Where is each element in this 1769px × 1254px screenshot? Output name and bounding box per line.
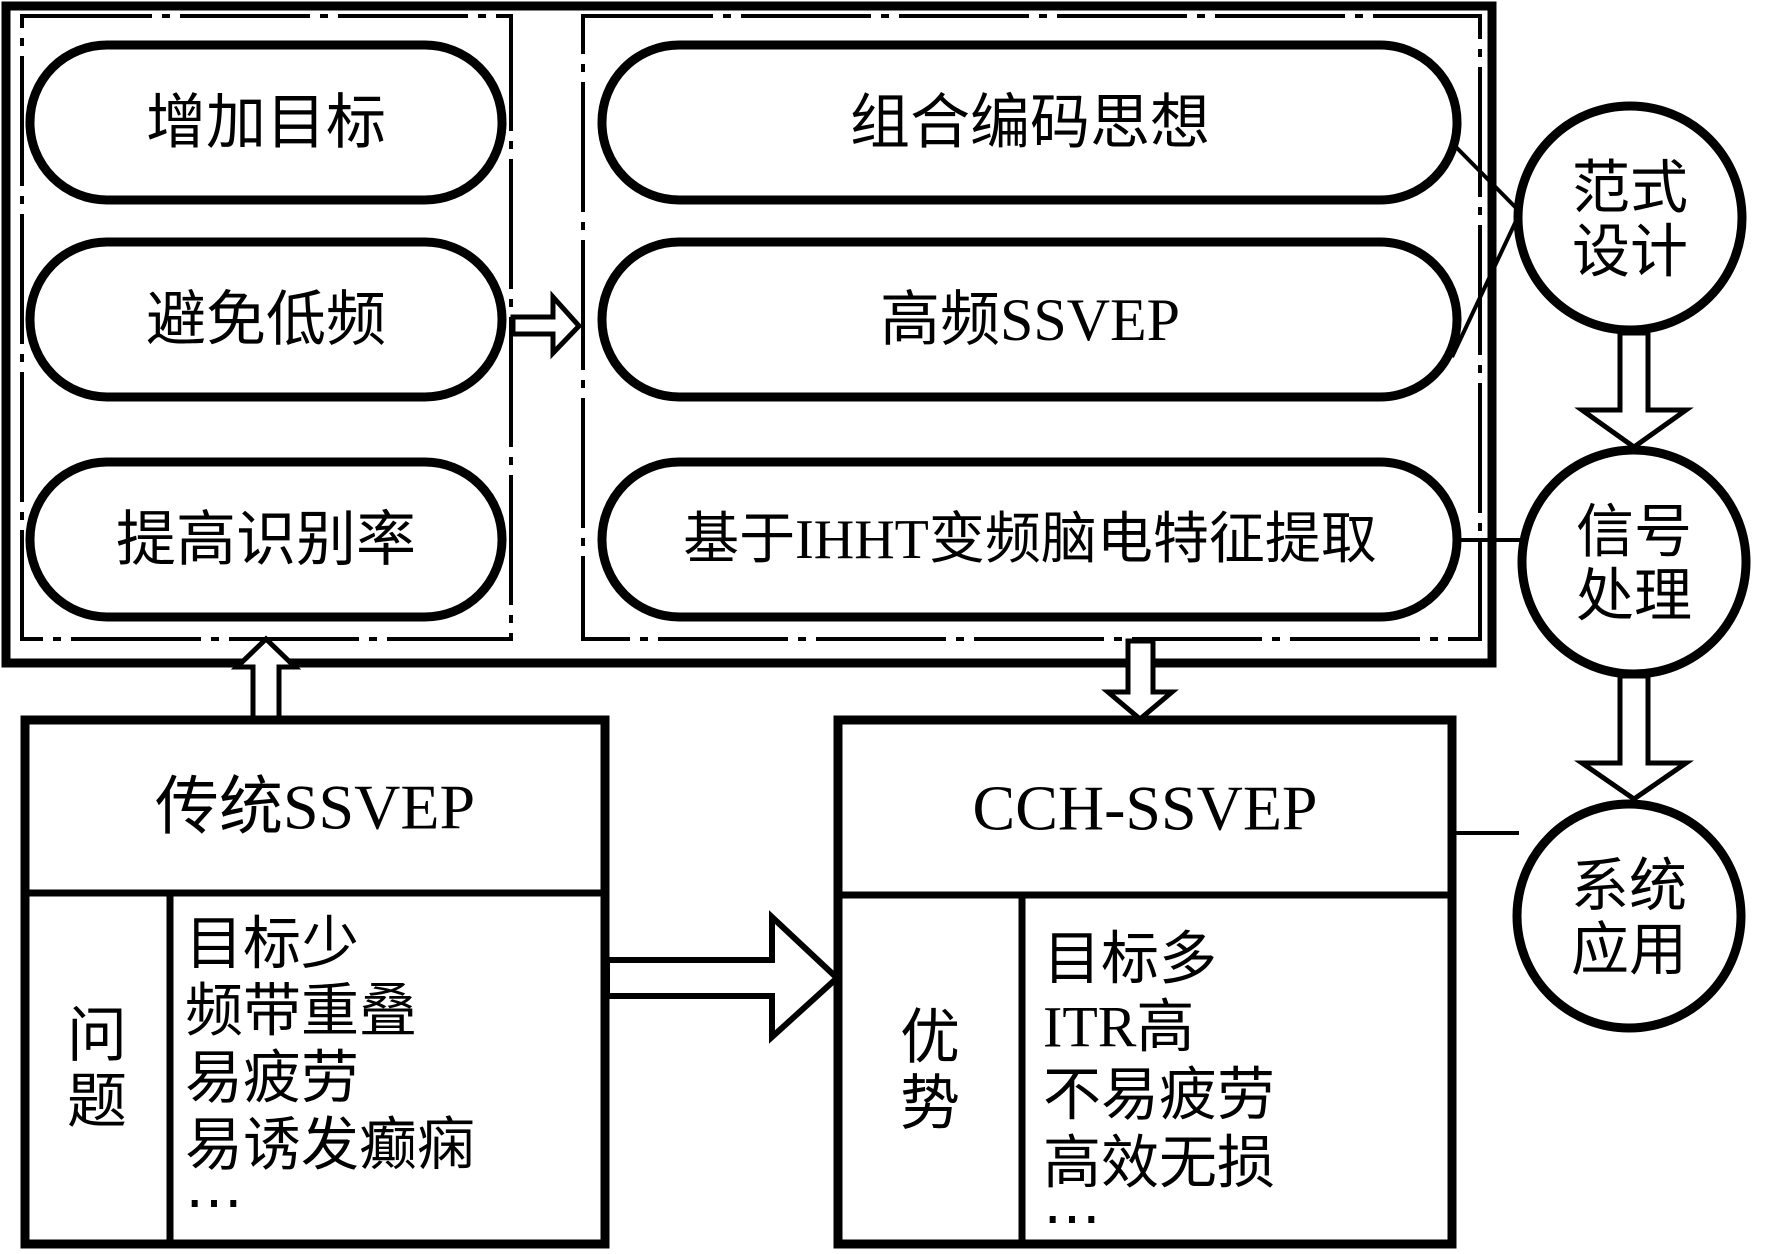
down-arrow-panel-to-cch-icon [1101, 638, 1179, 723]
traditional-item: 易疲劳 [185, 1046, 359, 1111]
cch-item: 目标多 [1043, 927, 1217, 992]
pill-high-frequency-ssvep [597, 237, 1462, 402]
pill-combined-coding-label: 组合编码思想 [850, 90, 1210, 156]
right-panel-pills: 组合编码思想 高频SSVEP 基于IHHT变频脑电特征提取 [597, 40, 1462, 622]
traditional-row-label-char1: 问 [67, 1003, 127, 1069]
pill-avoid-low-frequency-label: 避免低频 [146, 287, 386, 353]
pill-high-frequency-ssvep-label: 高频SSVEP [880, 287, 1180, 353]
right-dashdot-panel [581, 14, 1482, 641]
pill-increase-targets [25, 40, 507, 205]
circle-system-application-line2: 应用 [1571, 918, 1687, 983]
down-arrow-signal-to-system-icon [1573, 673, 1695, 803]
circle-paradigm-design-line1: 范式 [1572, 156, 1688, 221]
traditional-item: 目标少 [185, 912, 359, 977]
cch-ssvep-box: CCH-SSVEP 优 势 目标多 ITR高 不易疲劳 高效无损 ⋯ [833, 715, 1457, 1251]
big-right-arrow-icon [604, 910, 842, 1044]
pill-increase-targets-label: 增加目标 [146, 90, 386, 156]
down-arrow-paradigm-to-signal-icon [1574, 330, 1694, 451]
pill-improve-recognition-label: 提高识别率 [116, 507, 416, 573]
traditional-item: 频带重叠 [185, 979, 417, 1044]
traditional-ssvep-box: 传统SSVEP 问 题 目标少 频带重叠 易疲劳 易诱发癫痫 ⋯ [20, 715, 610, 1249]
pill-improve-recognition [25, 457, 507, 622]
traditional-item-ellipsis: ⋯ [185, 1170, 243, 1235]
right-arrow-icon [510, 290, 583, 360]
circle-system-application [1512, 799, 1746, 1033]
traditional-item: 易诱发癫痫 [185, 1113, 475, 1178]
circle-signal-processing-line1: 信号 [1576, 500, 1692, 565]
cch-item: ITR高 [1043, 995, 1194, 1060]
stage-circles: 范式 设计 信号 处理 系统 应用 [1512, 101, 1751, 1033]
left-panel-pills: 增加目标 避免低频 提高识别率 [25, 40, 507, 622]
circle-paradigm-design [1513, 101, 1747, 335]
cch-row-label-char2: 势 [900, 1071, 960, 1137]
pill-combined-coding [597, 40, 1462, 205]
circle-paradigm-design-line2: 设计 [1572, 220, 1688, 285]
cch-row-label-char1: 优 [900, 1005, 960, 1071]
circle-system-application-line1: 系统 [1571, 854, 1687, 919]
cch-ssvep-title: CCH-SSVEP [973, 773, 1318, 844]
pill-avoid-low-frequency [25, 237, 507, 402]
up-arrow-icon [230, 635, 302, 725]
outer-frame [1, 1, 1497, 668]
traditional-row-label-char2: 题 [67, 1069, 127, 1135]
cch-item: 不易疲劳 [1043, 1063, 1275, 1128]
circle-signal-processing-line2: 处理 [1576, 564, 1692, 629]
pill-ihht-feature-extraction-label: 基于IHHT变频脑电特征提取 [683, 509, 1377, 571]
cch-item: 高效无损 [1043, 1131, 1275, 1196]
traditional-ssvep-title: 传统SSVEP [155, 772, 475, 843]
cch-item-ellipsis: ⋯ [1043, 1186, 1101, 1251]
cch-ssvep-outline [833, 715, 1457, 1249]
